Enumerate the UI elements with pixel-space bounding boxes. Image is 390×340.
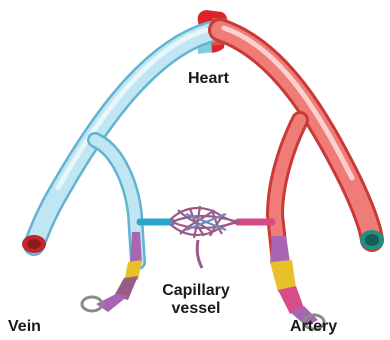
capillary-label-line2: vessel (150, 300, 242, 318)
artery-label: Artery (290, 318, 337, 336)
capillary-vessel-label: Capillary vessel (150, 282, 242, 317)
capillary-label-line1: Capillary (150, 282, 242, 300)
artery-wall-section (270, 236, 324, 329)
vein-wall-section (82, 232, 142, 312)
artery-main (220, 28, 384, 250)
vein-label: Vein (8, 318, 41, 336)
heart-label: Heart (188, 70, 229, 88)
capillary-bed (170, 206, 240, 268)
